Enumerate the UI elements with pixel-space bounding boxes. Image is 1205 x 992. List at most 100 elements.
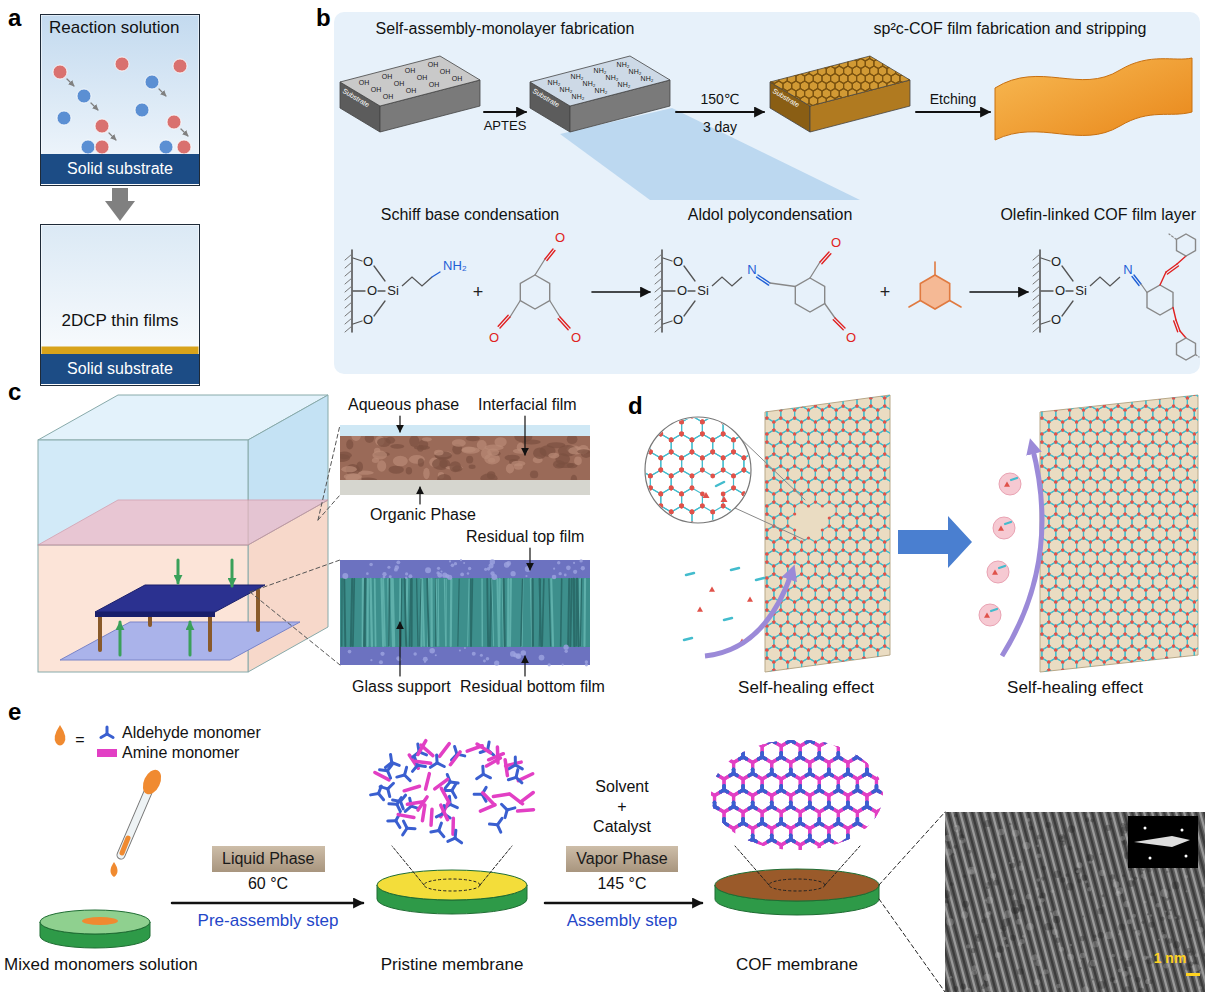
lattice-atom: [807, 408, 810, 411]
lattice-atom: [800, 396, 803, 399]
lattice-atom: [786, 540, 789, 543]
lattice-atom: [758, 396, 761, 399]
lattice-atom: [779, 560, 782, 563]
lattice-atom: [793, 432, 796, 435]
lattice-atom: [862, 440, 865, 443]
lattice-atom: [814, 548, 817, 551]
lattice-atom: [779, 408, 782, 411]
lattice-atom: [821, 456, 824, 459]
lattice-atom: [807, 504, 810, 507]
lattice-atom: [779, 392, 782, 395]
lattice-atom: [904, 432, 907, 435]
lattice-atom: [842, 404, 845, 407]
lattice-atom: [779, 456, 782, 459]
lattice-atom: [779, 560, 782, 563]
lattice-atom: [862, 392, 865, 395]
benzene-ring: [1147, 285, 1173, 315]
glass-striation: [570, 579, 571, 646]
lattice-atom: [772, 492, 775, 495]
lattice-atom: [835, 416, 838, 419]
lattice-atom: [904, 488, 907, 491]
glass-striation: [382, 579, 384, 646]
lattice-atom: [821, 464, 824, 467]
lattice-atom: [897, 476, 900, 479]
lattice-atom: [779, 464, 782, 467]
lattice-atom: [883, 540, 886, 543]
lattice-atom: [848, 560, 851, 563]
lattice-atom: [793, 416, 796, 419]
lattice-atom: [772, 548, 775, 551]
lattice-atom: [779, 392, 782, 395]
lattice-atom: [848, 528, 851, 531]
lattice-atom: [835, 432, 838, 435]
lattice-atom: [883, 468, 886, 471]
lattice-atom: [758, 588, 761, 591]
lattice-atom: [800, 468, 803, 471]
lattice-atom: [800, 404, 803, 407]
lattice-atom: [758, 492, 761, 495]
film-grain: [417, 445, 424, 452]
lattice-atom: [848, 432, 851, 435]
lattice-atom: [876, 584, 879, 587]
lattice-atom: [890, 536, 893, 539]
lattice-atom: [883, 468, 886, 471]
lattice-hexagon: [753, 550, 767, 566]
lattice-atom: [835, 528, 838, 531]
lattice-atom: [779, 432, 782, 435]
lattice-atom: [745, 396, 748, 399]
lattice-atom: [842, 564, 845, 567]
lattice-atom: [855, 500, 858, 503]
lattice-atom: [821, 408, 824, 411]
lattice-atom: [807, 440, 810, 443]
lattice-atom: [751, 384, 754, 387]
lattice-atom: [828, 468, 831, 471]
lattice-hexagon: [753, 526, 767, 542]
bond-line: [684, 266, 695, 281]
lattice-atom: [814, 540, 817, 543]
lattice-atom: [842, 596, 845, 599]
glass-striation: [353, 579, 354, 646]
lattice-atom: [848, 512, 851, 515]
lattice-atom: [848, 392, 851, 395]
lattice-atom: [807, 432, 810, 435]
lattice-atom: [751, 504, 754, 507]
lattice-atom: [842, 564, 845, 567]
lattice-atom: [765, 512, 768, 515]
molecule-dot: [145, 75, 159, 89]
lattice-atom: [848, 504, 851, 507]
lattice-atom: [772, 404, 775, 407]
lattice-atom: [883, 444, 886, 447]
lattice-atom: [842, 404, 845, 407]
lattice-atom: [862, 488, 865, 491]
lattice-atom: [828, 524, 831, 527]
lattice-atom: [800, 548, 803, 551]
lattice-hexagon: [815, 490, 829, 506]
lattice-atom: [821, 432, 824, 435]
lattice-atom: [779, 392, 782, 395]
glass-striation: [580, 579, 581, 646]
lattice-atom: [765, 408, 768, 411]
lattice-atom: [758, 524, 761, 527]
glass-striation: [577, 579, 579, 646]
lattice-atom: [862, 408, 865, 411]
bond-line: [810, 262, 820, 278]
lattice-atom: [793, 536, 796, 539]
lattice-atom: [821, 432, 824, 435]
film-grain: [351, 431, 360, 441]
lattice-atom: [876, 488, 879, 491]
film-grain: [454, 562, 457, 565]
bond-line: [663, 321, 672, 324]
lattice-atom: [848, 552, 851, 555]
lattice-atom: [876, 560, 879, 563]
lattice-hexagon: [746, 418, 760, 434]
film-grain: [406, 467, 412, 475]
lattice-atom: [835, 600, 838, 603]
lattice-atom: [897, 452, 900, 455]
lattice-hexagon: [795, 382, 809, 398]
lattice-atom: [821, 552, 824, 555]
lattice-atom: [883, 588, 886, 591]
lattice-atom: [890, 504, 893, 507]
glass-section: [340, 578, 590, 647]
lattice-atom: [807, 432, 810, 435]
lattice-atom: [876, 432, 879, 435]
